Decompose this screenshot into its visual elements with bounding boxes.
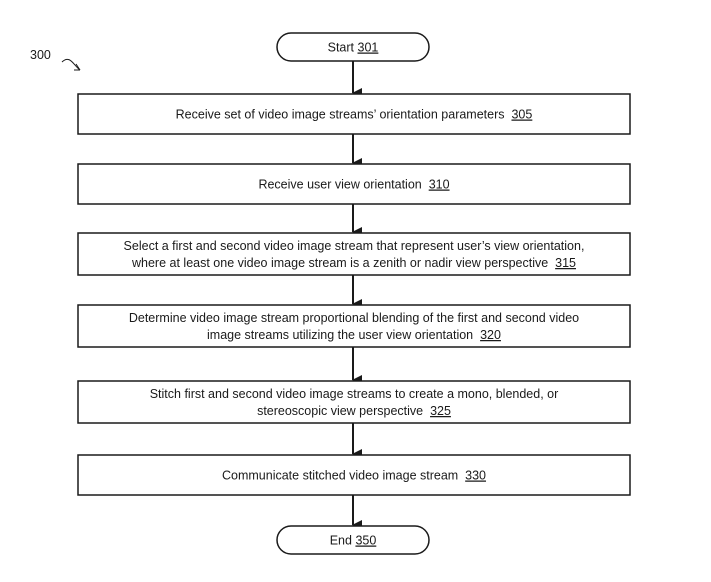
process-box-s330 xyxy=(77,454,631,496)
figure-ref-leader xyxy=(61,58,81,71)
node-ref-number: 310 xyxy=(429,178,450,192)
terminal-label-end: End 350 xyxy=(330,534,377,548)
node-text: Stitch first and second video image stre… xyxy=(150,387,559,401)
node-s315: Select a first and second video image st… xyxy=(77,232,631,276)
node-s305: Receive set of video image streams’ orie… xyxy=(77,93,631,135)
node-text: Determine video image stream proportiona… xyxy=(129,311,579,325)
node-text: Communicate stitched video image stream xyxy=(222,469,458,483)
process-text-line: stereoscopic view perspective 325 xyxy=(257,404,451,418)
process-box-s325 xyxy=(77,380,631,424)
process-box-s310 xyxy=(77,163,631,205)
process-box-s320 xyxy=(77,304,631,348)
node-s310: Receive user view orientation 310 xyxy=(77,163,631,205)
terminal-shape-end xyxy=(276,525,430,555)
terminal-shape-start xyxy=(276,32,430,62)
node-ref-number: 305 xyxy=(511,108,532,122)
node-ref-number: 350 xyxy=(355,534,376,548)
node-ref-number: 315 xyxy=(555,256,576,270)
figure-ref-label: 300 xyxy=(30,48,51,62)
node-text: where at least one video image stream is… xyxy=(131,256,548,270)
process-text-line: where at least one video image stream is… xyxy=(131,256,576,270)
node-text: Start xyxy=(328,41,355,55)
node-start: Start 301 xyxy=(276,32,430,62)
process-text-line: Determine video image stream proportiona… xyxy=(129,311,579,325)
process-text-line: Communicate stitched video image stream … xyxy=(222,469,486,483)
node-text: stereoscopic view perspective xyxy=(257,404,423,418)
node-ref-number: 325 xyxy=(430,404,451,418)
process-text-line: image streams utilizing the user view or… xyxy=(207,328,501,342)
process-text-line: Stitch first and second video image stre… xyxy=(150,387,559,401)
process-text-line: Receive user view orientation 310 xyxy=(258,178,449,192)
process-text-line: Select a first and second video image st… xyxy=(124,239,585,253)
terminal-label-start: Start 301 xyxy=(328,41,379,55)
node-s325: Stitch first and second video image stre… xyxy=(77,380,631,424)
figure-ref-leader-arrow xyxy=(74,63,81,71)
node-end: End 350 xyxy=(276,525,430,555)
node-ref-number: 301 xyxy=(358,41,379,55)
node-ref-number: 320 xyxy=(480,328,501,342)
node-text: Receive user view orientation xyxy=(258,178,421,192)
process-text-line: Receive set of video image streams’ orie… xyxy=(176,108,533,122)
node-text: End xyxy=(330,534,352,548)
process-box-s305 xyxy=(77,93,631,135)
node-ref-number: 330 xyxy=(465,469,486,483)
process-box-s315 xyxy=(77,232,631,276)
node-text: Receive set of video image streams’ orie… xyxy=(176,108,505,122)
node-s330: Communicate stitched video image stream … xyxy=(77,454,631,496)
node-text: image streams utilizing the user view or… xyxy=(207,328,473,342)
node-s320: Determine video image stream proportiona… xyxy=(77,304,631,348)
node-text: Select a first and second video image st… xyxy=(124,239,585,253)
